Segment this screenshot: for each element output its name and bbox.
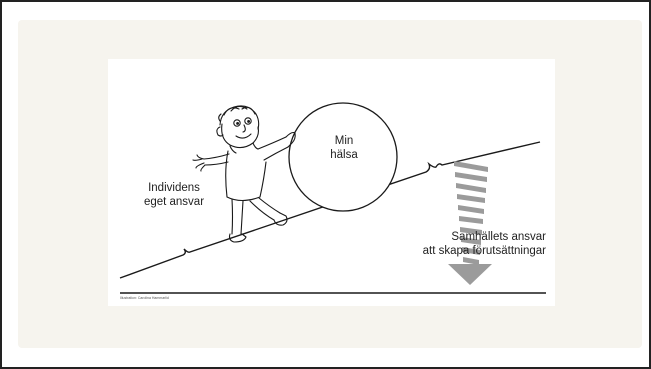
illustration-card: Min hälsa Individens eget ansvar Samhäll… — [108, 59, 555, 306]
society-label-line1: Samhällets ansvar — [318, 230, 546, 244]
individual-label-line1: Individens — [134, 181, 214, 195]
illustration-credit: Illustration: Carolina Hammarlid — [120, 296, 169, 300]
society-label-line2: att skapa förutsättningar — [318, 244, 546, 258]
individual-responsibility-label: Individens eget ansvar — [134, 181, 214, 209]
ball-label: Min hälsa — [310, 134, 378, 162]
down-arrow-icon — [448, 161, 492, 285]
individual-label-line2: eget ansvar — [134, 195, 214, 209]
ball-label-line1: Min — [310, 134, 378, 148]
society-responsibility-label: Samhällets ansvar att skapa förutsättnin… — [318, 230, 546, 258]
ball-label-line2: hälsa — [310, 148, 378, 162]
